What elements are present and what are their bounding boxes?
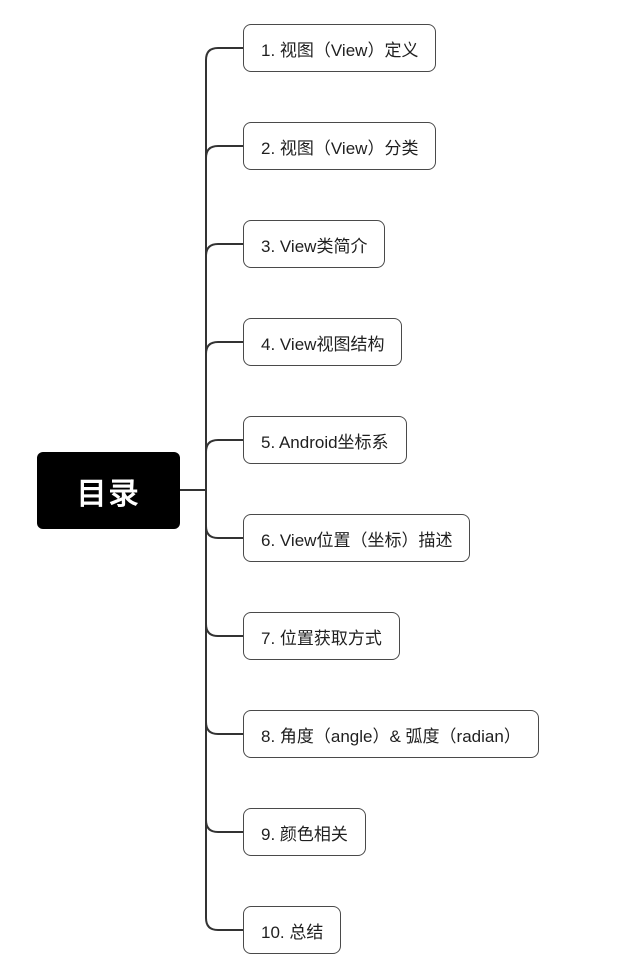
topic-node-8[interactable]: 8. 角度（angle）& 弧度（radian） xyxy=(243,710,539,758)
root-node-label: 目录 xyxy=(76,477,141,511)
topic-node-3-label: 3. View类简介 xyxy=(261,236,368,256)
topic-node-9[interactable]: 9. 颜色相关 xyxy=(243,808,366,856)
topic-node-1[interactable]: 1. 视图（View）定义 xyxy=(243,24,437,72)
topic-node-2-label: 2. 视图（View）分类 xyxy=(261,138,419,158)
root-node[interactable]: 目录 xyxy=(37,452,180,529)
topic-node-6[interactable]: 6. View位置（坐标）描述 xyxy=(243,514,471,562)
topic-node-7[interactable]: 7. 位置获取方式 xyxy=(243,612,400,660)
topic-node-10[interactable]: 10. 总结 xyxy=(243,906,342,954)
topic-node-4-label: 4. View视图结构 xyxy=(261,334,385,354)
topic-node-9-label: 9. 颜色相关 xyxy=(261,824,348,844)
topic-node-4[interactable]: 4. View视图结构 xyxy=(243,318,403,366)
topic-node-2[interactable]: 2. 视图（View）分类 xyxy=(243,122,437,170)
topic-node-3[interactable]: 3. View类简介 xyxy=(243,220,386,268)
topic-node-6-label: 6. View位置（坐标）描述 xyxy=(261,530,453,550)
topic-node-1-label: 1. 视图（View）定义 xyxy=(261,40,419,60)
topic-node-5-label: 5. Android坐标系 xyxy=(261,432,389,452)
topic-node-8-label: 8. 角度（angle）& 弧度（radian） xyxy=(261,726,521,746)
topic-node-7-label: 7. 位置获取方式 xyxy=(261,628,382,648)
topic-node-5[interactable]: 5. Android坐标系 xyxy=(243,416,407,464)
topic-node-10-label: 10. 总结 xyxy=(261,922,324,942)
